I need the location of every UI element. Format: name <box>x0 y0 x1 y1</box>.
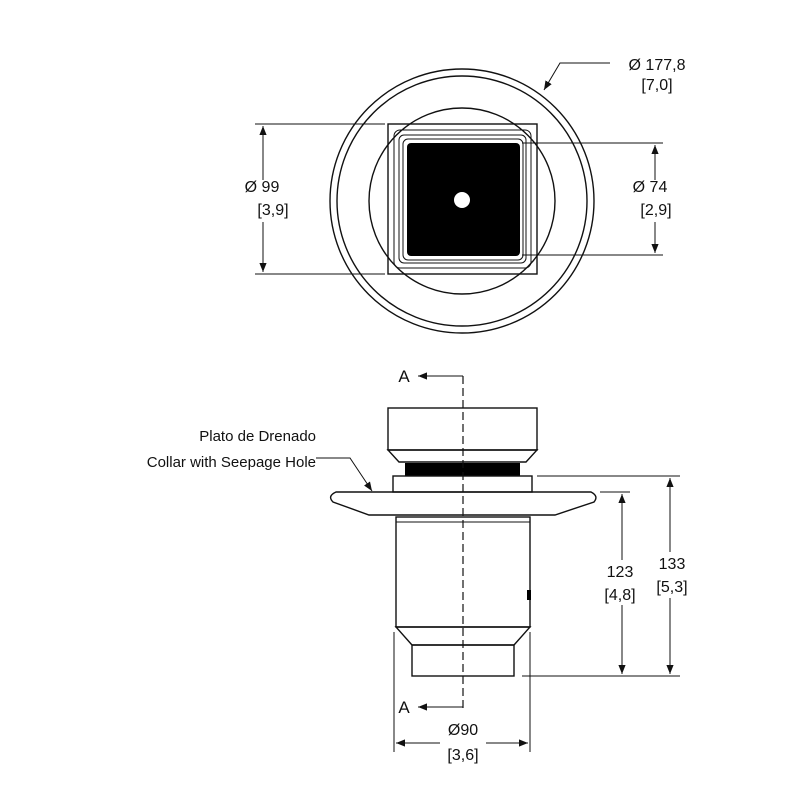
label-collar-seepage: Collar with Seepage Hole <box>147 454 316 471</box>
section-mark-bottom: A <box>398 698 410 717</box>
dim-123-value: 123 <box>607 564 634 581</box>
grate-frame-inner2 <box>398 134 527 264</box>
dim-123-inch: [4,8] <box>604 587 635 604</box>
center-hole <box>454 192 470 208</box>
label-plato-de-drenado: Plato de Drenado <box>199 428 316 445</box>
outer-ring <box>336 75 588 327</box>
seepage-hole <box>527 590 531 600</box>
label-leader <box>316 457 373 492</box>
grate-frame <box>387 123 538 275</box>
seal-band <box>405 463 520 476</box>
leader-line <box>543 62 610 91</box>
dim-74-value: Ø 74 <box>633 179 668 196</box>
inner-circle <box>368 107 556 295</box>
outer-circle <box>329 68 595 334</box>
cap-taper <box>386 449 539 463</box>
grate-frame-inner <box>393 129 532 269</box>
dim-99-value: Ø 99 <box>245 179 280 196</box>
grate-frame-inner3 <box>402 138 524 261</box>
dim-177-inch: [7,0] <box>641 77 672 94</box>
drain-plate-flange <box>329 491 597 516</box>
dim-177-value: Ø 177,8 <box>629 57 686 74</box>
top-view: Ø 99 [3,9] Ø 74 [2,9] Ø 177,8 [7,0] <box>245 57 686 334</box>
dim-99-inch: [3,9] <box>257 202 288 219</box>
dim-133-value: 133 <box>659 556 686 573</box>
dim-90-inch: [3,6] <box>447 747 478 764</box>
section-mark-top: A <box>398 367 410 386</box>
dim-90-value: Ø90 <box>448 722 478 739</box>
dim-74-inch: [2,9] <box>640 202 671 219</box>
dim-133-inch: [5,3] <box>656 579 687 596</box>
side-view: A A Plato de Drenado Collar with Seepage… <box>147 367 688 764</box>
